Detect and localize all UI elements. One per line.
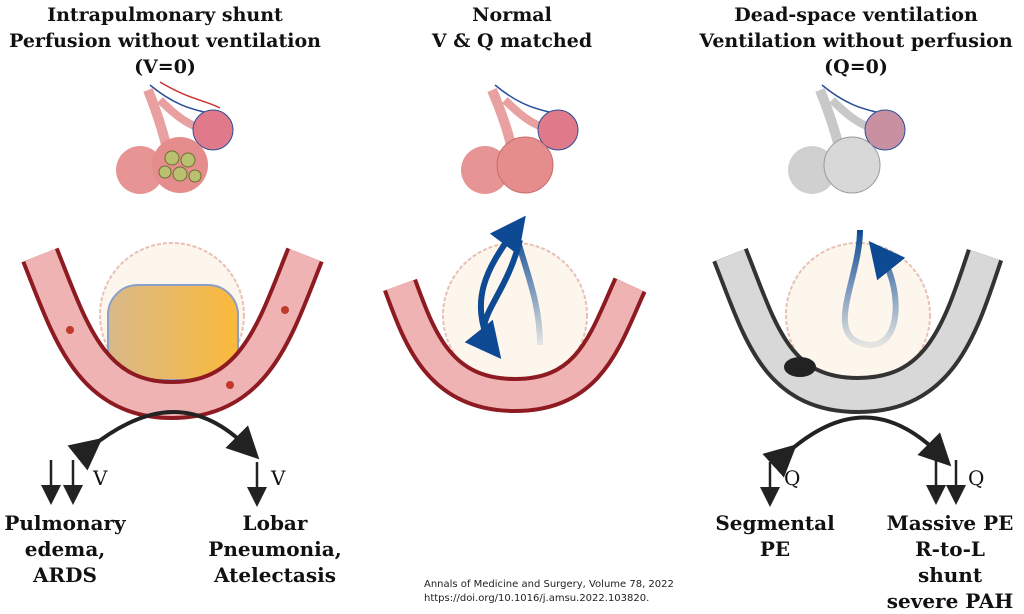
panel-title-normal: Normal V & Q matched xyxy=(332,2,692,54)
capillary-with-edema-illustration xyxy=(21,242,324,421)
perfusion-symbol: Q xyxy=(784,466,801,490)
shunt-causes-arrow xyxy=(67,410,260,471)
citation: Annals of Medicine and Surgery, Volume 7… xyxy=(424,578,674,606)
title-line: Intrapulmonary shunt xyxy=(47,4,283,26)
capillary-normal-illustration xyxy=(383,215,647,414)
ventilation-symbol: V xyxy=(93,466,108,490)
ventilation-symbol: V xyxy=(271,466,286,490)
alveoli-fluid-filled-illustration xyxy=(116,81,234,194)
perfusion-symbol: Q xyxy=(968,466,985,490)
capillary-with-embolus-illustration xyxy=(712,229,1004,415)
title-line: Normal xyxy=(472,4,552,26)
alveoli-normal-illustration xyxy=(461,84,579,194)
title-line: Perfusion without ventilation (V=0) xyxy=(9,30,321,78)
panel-title-shunt: Intrapulmonary shunt Perfusion without v… xyxy=(0,2,345,80)
citation-journal: Annals of Medicine and Surgery, Volume 7… xyxy=(424,579,674,590)
panel-title-deadspace: Dead-space ventilation Ventilation witho… xyxy=(676,2,1024,80)
title-line: Dead-space ventilation xyxy=(734,4,978,26)
citation-doi: https://doi.org/10.1016/j.amsu.2022.1038… xyxy=(424,593,650,604)
title-line: V & Q matched xyxy=(431,30,593,52)
decrease-arrows xyxy=(41,460,966,507)
deadspace-causes-arrow xyxy=(762,415,952,478)
alveoli-dead-space-illustration xyxy=(788,84,906,194)
title-line: Ventilation without perfusion (Q=0) xyxy=(699,30,1013,78)
